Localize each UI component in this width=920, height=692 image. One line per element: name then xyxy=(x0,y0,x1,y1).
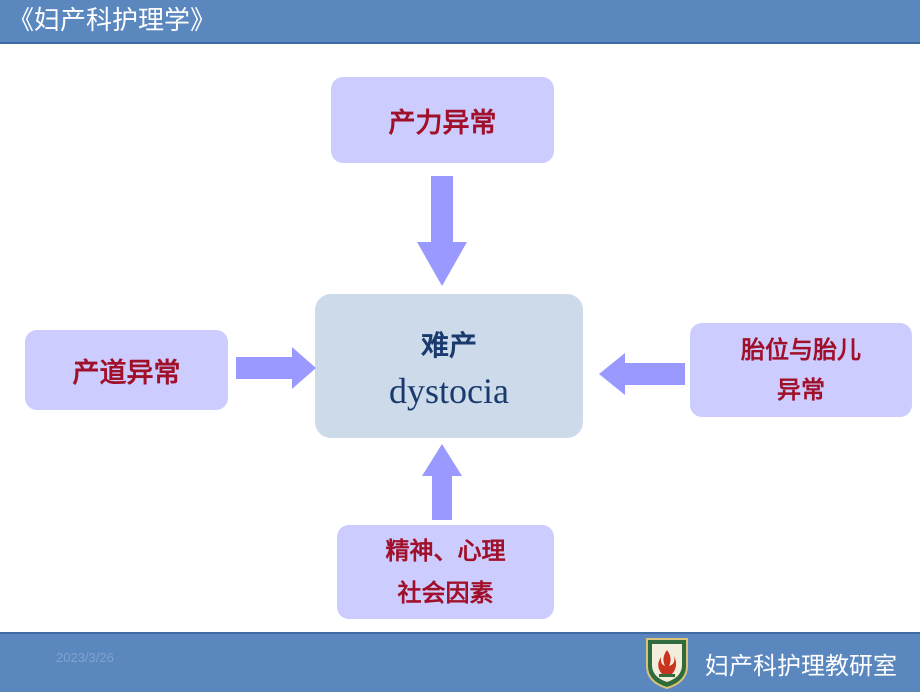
arrow-up-icon xyxy=(422,444,462,520)
footer-bar: 2023/3/26 妇产科护理教研室 xyxy=(0,632,920,692)
center-box-dystocia: 难产 dystocia xyxy=(315,294,583,438)
school-emblem-icon xyxy=(646,638,688,690)
cause-label-labor-force: 产力异常 xyxy=(388,107,497,139)
cause-label-psychosocial: 精神、心理 社会因素 xyxy=(385,536,506,607)
center-title-cn: 难产 xyxy=(420,329,477,362)
arrow-down-icon xyxy=(417,176,467,286)
header-bar: 《妇产科护理学》 xyxy=(0,0,920,44)
arrow-right-icon xyxy=(236,347,316,389)
cause-box-fetal-position: 胎位与胎儿 异常 xyxy=(690,323,912,417)
cause-label-fetal-position: 胎位与胎儿 异常 xyxy=(741,335,861,404)
footer-date: 2023/3/26 xyxy=(56,650,114,665)
slide-title: 《妇产科护理学》 xyxy=(8,6,217,36)
department-label: 妇产科护理教研室 xyxy=(705,652,897,680)
cause-label-birth-canal: 产道异常 xyxy=(72,357,181,389)
arrow-left-icon xyxy=(599,353,685,395)
cause-box-psychosocial: 精神、心理 社会因素 xyxy=(337,525,554,619)
center-title-en: dystocia xyxy=(389,371,509,411)
cause-box-birth-canal: 产道异常 xyxy=(25,330,228,410)
cause-box-labor-force: 产力异常 xyxy=(331,77,554,163)
